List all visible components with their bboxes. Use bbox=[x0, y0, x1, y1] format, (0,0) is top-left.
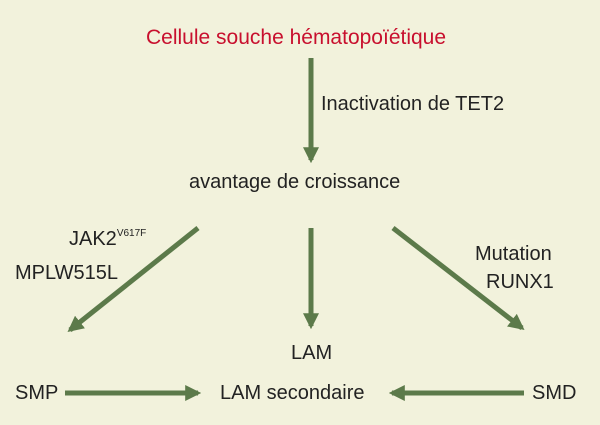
runx1-label-line2: RUNX1 bbox=[486, 271, 554, 293]
jak2-superscript: V617F bbox=[116, 228, 147, 239]
stem-cell-label: Cellule souche hématopoïétique bbox=[146, 26, 447, 49]
smp-label: SMP bbox=[15, 382, 59, 404]
runx1-label-line1: Mutation bbox=[475, 243, 552, 265]
growth-advantage-label: avantage de croissance bbox=[189, 171, 401, 193]
smd-label: SMD bbox=[532, 382, 577, 404]
jak2-base: JAK2 bbox=[69, 228, 117, 250]
arrow-growth-to-smd bbox=[391, 226, 525, 330]
jak2-label: JAK2V617F bbox=[69, 228, 147, 250]
lam-secondary-label: LAM secondaire bbox=[220, 382, 365, 404]
tet2-label: Inactivation de TET2 bbox=[321, 93, 505, 115]
lam-label: LAM bbox=[291, 342, 333, 364]
mpl-label: MPLW515L bbox=[15, 262, 119, 284]
arrow-growth-to-smp bbox=[67, 226, 200, 332]
